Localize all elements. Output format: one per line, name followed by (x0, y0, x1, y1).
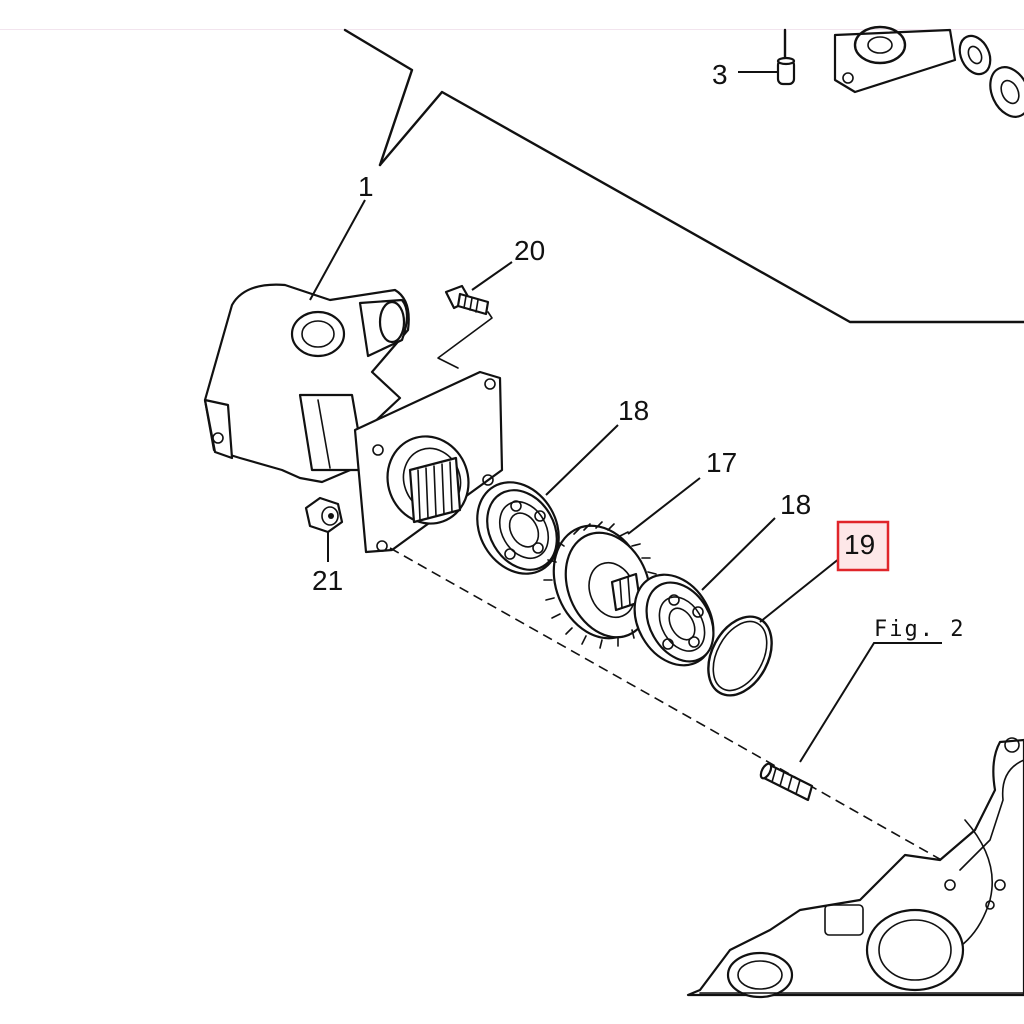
leader-line-17 (627, 477, 701, 535)
callout-part-18-right[interactable]: 18 (780, 489, 811, 520)
leader-line-20 (471, 261, 513, 291)
dowel-pin-icon[interactable] (759, 762, 814, 802)
gear-case-cover-icon (686, 737, 1024, 999)
highlight-box-19 (836, 520, 890, 572)
callout-part-18-left[interactable]: 18 (618, 395, 649, 426)
nut-icon[interactable] (304, 496, 344, 534)
leader-line-19 (759, 557, 841, 623)
upper-flange-partial-icon (833, 25, 957, 94)
leader-line-18a (545, 424, 619, 496)
ball-bearing-icon[interactable] (619, 560, 729, 679)
fig-reference-label[interactable]: Fig. 2 (874, 617, 965, 642)
callout-part-17[interactable]: 17 (706, 447, 737, 478)
bolt-guide-line (437, 311, 493, 369)
pump-housing-icon[interactable] (203, 283, 504, 554)
leader-line-1 (309, 199, 366, 301)
leader-line-fig2 (799, 642, 942, 763)
ball-bearing-icon[interactable] (461, 467, 575, 588)
assembly-centerline (389, 547, 946, 863)
callout-part-1[interactable]: 1 (358, 171, 374, 202)
bolt-icon[interactable] (444, 284, 490, 316)
callout-part-20[interactable]: 20 (514, 235, 545, 266)
helical-gear-icon[interactable] (537, 512, 665, 653)
dowel-pin-3-icon[interactable] (776, 28, 796, 86)
top-divider (0, 29, 1024, 30)
callout-part-19[interactable]: 19 (844, 529, 875, 560)
callout-part-3[interactable]: 3 (712, 59, 728, 90)
o-ring-icon[interactable] (696, 606, 785, 706)
assembly-outline (343, 28, 1024, 324)
leader-line-18b (701, 517, 776, 591)
upper-bearing-partial-icon (958, 34, 1024, 118)
callout-part-21[interactable]: 21 (312, 565, 343, 596)
